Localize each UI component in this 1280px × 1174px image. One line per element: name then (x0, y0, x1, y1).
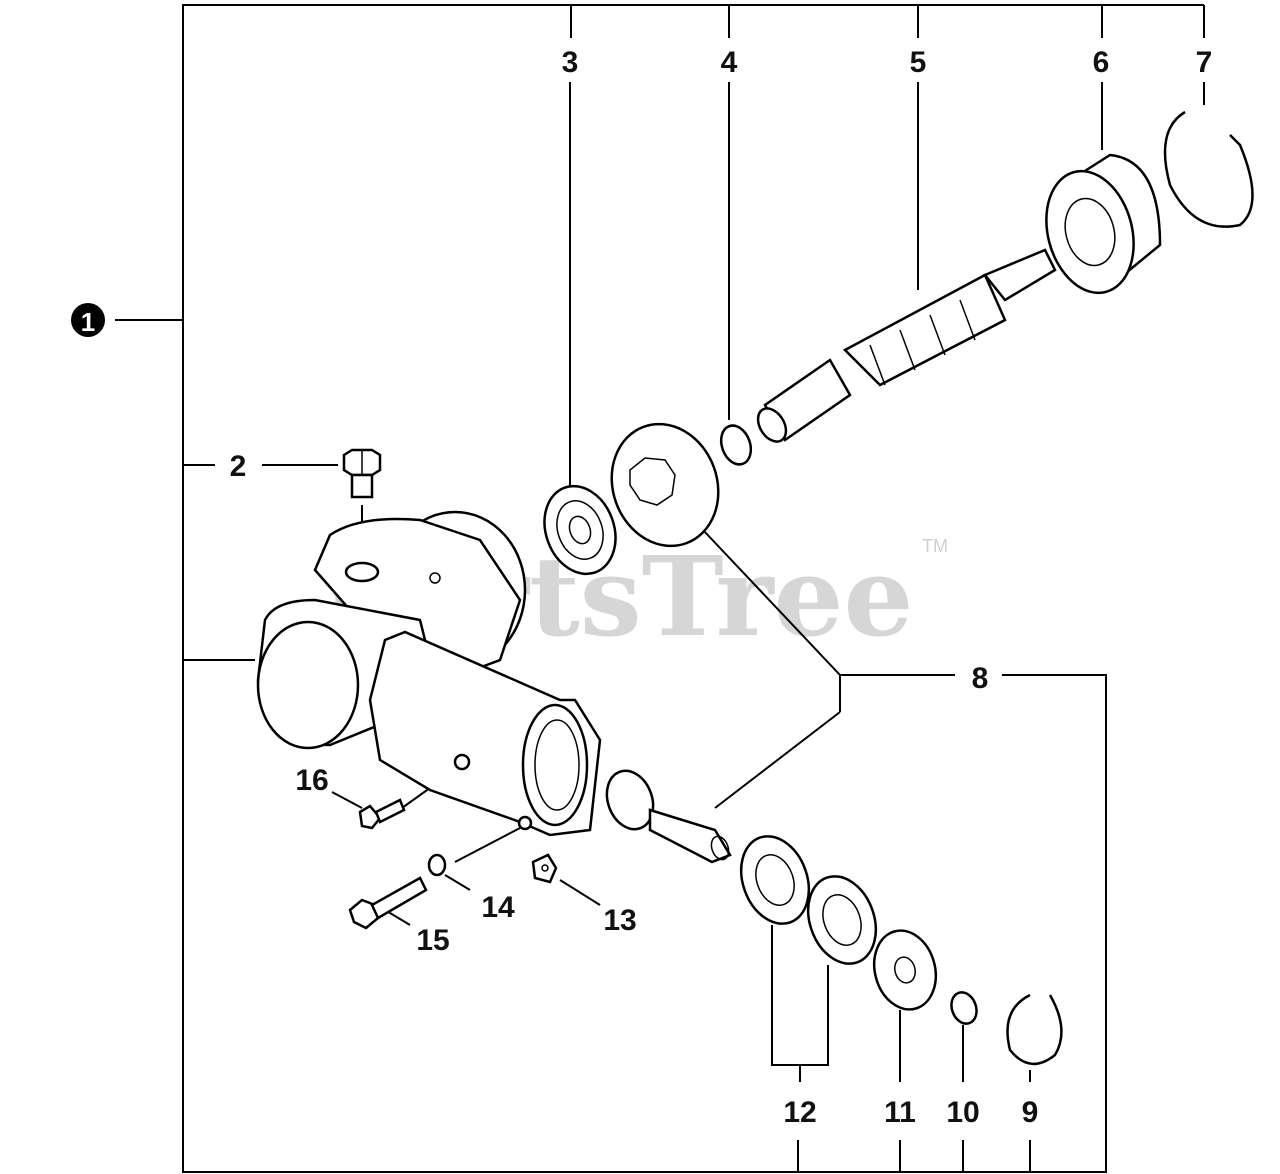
callout-5: 5 (910, 46, 927, 79)
part-15-bolt[interactable] (348, 876, 428, 930)
callout-16: 16 (295, 764, 328, 797)
part-4-retaining-ring[interactable] (716, 421, 756, 468)
callout-4: 4 (721, 46, 738, 79)
callout-13: 13 (603, 904, 636, 937)
callout-1-label: 1 (81, 307, 95, 337)
part-2-bolt[interactable] (342, 448, 382, 499)
part-11-bearing[interactable] (866, 924, 945, 1017)
part-13-clip[interactable] (531, 853, 558, 884)
part-10-retaining-ring[interactable] (947, 989, 980, 1027)
part-7-snap-ring[interactable] (1163, 110, 1254, 228)
callout-15: 15 (416, 924, 449, 957)
callout-14: 14 (481, 891, 515, 924)
part-3-bearing[interactable] (533, 476, 628, 584)
callout-6: 6 (1093, 46, 1110, 79)
watermark-trademark: TM (922, 536, 948, 556)
part-9-snap-ring[interactable] (1006, 993, 1063, 1065)
part-16-screw[interactable] (358, 798, 406, 830)
callout-9: 9 (1022, 1096, 1039, 1129)
part-12-bearings[interactable] (730, 827, 888, 973)
callout-7: 7 (1196, 46, 1213, 79)
part-8-bevel-gear[interactable] (595, 409, 735, 561)
part-1-gear-housing[interactable] (256, 510, 602, 837)
callout-3: 3 (562, 46, 579, 79)
part-5-shaft[interactable] (752, 248, 1057, 447)
part-14-washer[interactable] (427, 853, 447, 877)
callout-11: 11 (884, 1096, 916, 1129)
part-6-large-bearing[interactable] (1033, 153, 1162, 303)
part-8-pinion-gear[interactable] (599, 764, 732, 864)
callout-12: 12 (783, 1096, 816, 1129)
callout-2: 2 (230, 450, 247, 483)
assembly-bracket (115, 4, 1205, 1173)
callout-8: 8 (972, 662, 989, 695)
callout-10: 10 (946, 1096, 979, 1129)
callout-1: 1 (71, 303, 105, 337)
